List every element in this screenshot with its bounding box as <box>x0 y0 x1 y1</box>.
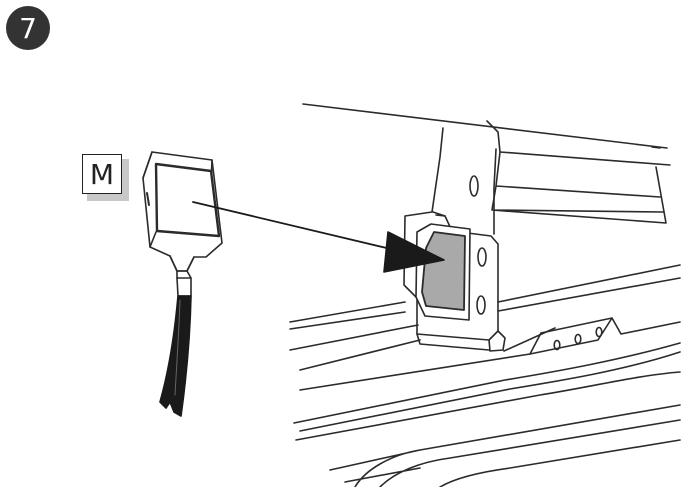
bracket-slot-low <box>476 295 486 315</box>
insertion-arrow <box>192 201 445 273</box>
arrow-shaft <box>192 201 396 251</box>
sensor-front-face <box>154 162 221 238</box>
strip-hole-3 <box>595 326 603 338</box>
bracket-slot-upper <box>469 175 479 197</box>
perforated-strip <box>529 317 681 355</box>
sensor-module <box>142 151 223 417</box>
strip-hole-2 <box>574 333 582 345</box>
middle-rail <box>289 264 681 371</box>
part-label-text: M <box>89 157 115 191</box>
floor-track <box>329 404 681 487</box>
upper-channel <box>491 151 667 224</box>
lower-rail <box>293 342 681 441</box>
seat-rail-assembly <box>289 103 681 487</box>
sensor-target-pad <box>421 231 466 311</box>
strip-hole-1 <box>553 339 561 351</box>
part-label-box: M <box>82 154 122 194</box>
sensor-collar <box>176 277 192 297</box>
sensor-side-mark <box>146 192 150 206</box>
upper-rail <box>302 103 671 166</box>
bracket-slot-mid <box>477 247 487 267</box>
sensor-cable <box>159 295 192 417</box>
step-number: 7 <box>19 11 37 45</box>
sensor-neck <box>169 255 195 272</box>
arrow-head <box>383 231 445 273</box>
step-number-badge: 7 <box>6 6 50 50</box>
